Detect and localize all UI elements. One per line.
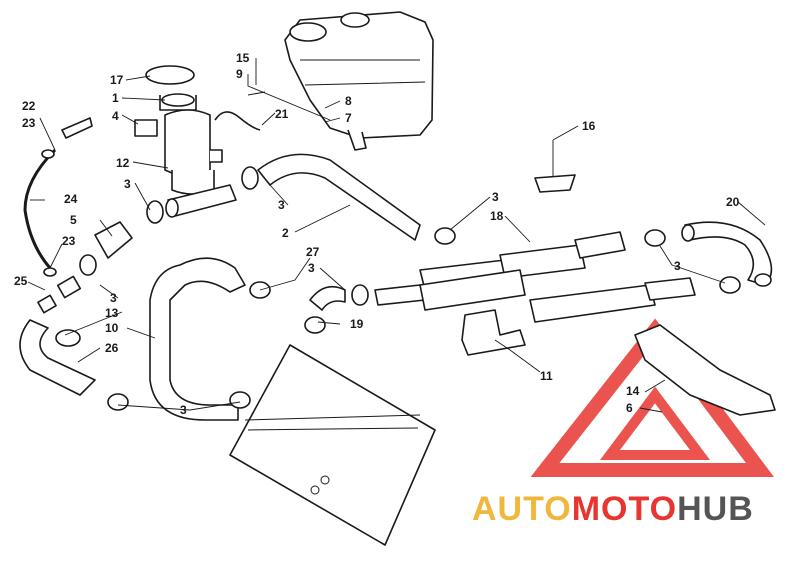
callout-27: 27: [306, 245, 320, 259]
hose-clamps: [55, 166, 741, 411]
callout-labels: 17 1 4 12 3 15 9 8 7 21 3 2 3 18 16 20 3…: [14, 51, 740, 417]
callout-20: 20: [726, 195, 740, 209]
callout-3d: 3: [674, 259, 681, 273]
callout-10: 10: [105, 321, 119, 335]
callout-23a: 23: [22, 116, 36, 130]
reservoir-tank: [284, 11, 434, 151]
callout-19: 19: [350, 317, 364, 331]
lower-left-hose: [19, 319, 96, 396]
vent-tube: [61, 117, 93, 139]
callout-21: 21: [275, 107, 289, 121]
watermark-hub: HUB: [677, 490, 754, 528]
callout-14: 14: [626, 384, 640, 398]
decal-label: [134, 119, 158, 137]
callout-23b: 23: [62, 234, 76, 248]
hose-s-curve: [149, 257, 246, 421]
callout-3c: 3: [492, 190, 499, 204]
callout-4: 4: [112, 109, 119, 123]
callout-18: 18: [490, 209, 504, 223]
watermark-auto: AUTO: [472, 490, 572, 528]
callout-1: 1: [112, 91, 119, 105]
callout-24: 24: [64, 192, 78, 206]
callout-16: 16: [582, 119, 596, 133]
callout-7: 7: [345, 111, 352, 125]
callout-6: 6: [626, 401, 633, 415]
filler-neck-assembly: [134, 65, 223, 195]
watermark-logo: AUTOMOTOHUB: [472, 318, 774, 528]
callout-2: 2: [282, 226, 289, 240]
tunnel-bracket: [634, 324, 776, 416]
filler-neck-body: [164, 109, 211, 177]
callout-3a: 3: [124, 177, 131, 191]
callout-25: 25: [14, 274, 28, 288]
upper-hose: [257, 153, 421, 241]
overflow-hose: [214, 111, 261, 131]
callout-5: 5: [70, 213, 77, 227]
watermark-triangle-inner: [600, 386, 710, 460]
pressure-cap: [145, 65, 195, 85]
hose-short: [94, 221, 133, 259]
callout-3f: 3: [180, 403, 187, 417]
callout-9: 9: [236, 67, 243, 81]
callout-17: 17: [110, 73, 124, 87]
vent-hose: [23, 148, 57, 269]
callout-3e: 3: [110, 291, 117, 305]
callout-13: 13: [105, 306, 119, 320]
callout-3g: 3: [308, 261, 315, 275]
callout-11: 11: [540, 369, 553, 383]
small-fittings: [37, 149, 82, 314]
heat-exchanger-lower: [419, 269, 696, 323]
watermark-moto: MOTO: [572, 490, 677, 528]
connector-11: [461, 309, 526, 356]
leader-lines: [27, 58, 766, 413]
watermark-text: AUTOMOTOHUB: [472, 490, 754, 528]
callout-22: 22: [22, 99, 36, 113]
callout-8: 8: [345, 94, 352, 108]
callout-26: 26: [105, 341, 119, 355]
callout-12: 12: [116, 156, 130, 170]
tee-fitting: [165, 184, 237, 218]
hose-19: [309, 285, 346, 311]
cover-panel: [229, 344, 436, 546]
support-bracket: [534, 174, 576, 193]
callout-15: 15: [236, 51, 250, 65]
callout-3b: 3: [278, 198, 285, 212]
